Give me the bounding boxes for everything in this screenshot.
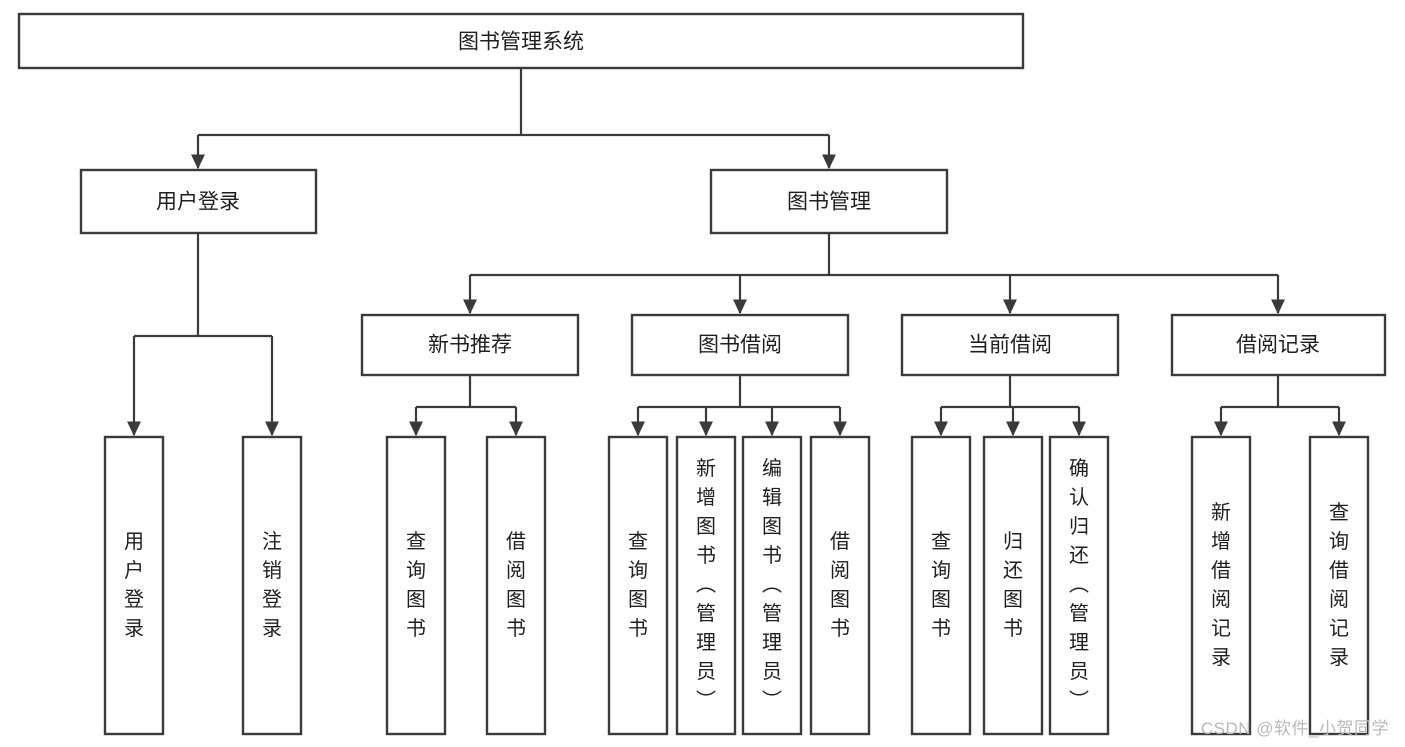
node-root[interactable]: 图书管理系统: [17, 12, 1025, 70]
node-leaf-query-book-3-box[interactable]: [910, 435, 972, 736]
node-current-borrow-label: 当前借阅: [968, 334, 1052, 357]
node-borrow-record-label: 借阅记录: [1236, 334, 1320, 357]
node-book-borrow[interactable]: 图书借阅: [630, 313, 850, 377]
node-new-book-rec-label: 新书推荐: [428, 334, 512, 357]
node-book-borrow-label: 图书借阅: [698, 334, 782, 357]
node-new-book-rec[interactable]: 新书推荐: [360, 313, 580, 377]
node-leaf-add-book-box[interactable]: [675, 435, 737, 736]
node-leaf-user-login-box[interactable]: [103, 435, 165, 736]
node-leaf-query-record-box[interactable]: [1308, 435, 1370, 736]
node-leaf-borrow-book-2-box[interactable]: [809, 435, 871, 736]
node-borrow-record[interactable]: 借阅记录: [1170, 313, 1387, 377]
node-current-borrow[interactable]: 当前借阅: [900, 313, 1120, 377]
node-book-manage-box[interactable]: [709, 168, 949, 235]
node-root-label: 图书管理系统: [458, 31, 584, 54]
node-leaf-query-book-2-box[interactable]: [607, 435, 669, 736]
connector-layer: [127, 68, 1346, 437]
node-book-manage-label: 图书管理: [787, 191, 871, 214]
node-current-borrow-box[interactable]: [900, 313, 1120, 377]
node-new-book-rec-box[interactable]: [360, 313, 580, 377]
node-leaf-add-record-box[interactable]: [1190, 435, 1252, 736]
node-leaf-confirm-return-box[interactable]: [1048, 435, 1110, 736]
node-user-login[interactable]: 用户登录: [79, 168, 318, 235]
node-user-login-label: 用户登录: [156, 191, 240, 214]
node-root-box[interactable]: [17, 12, 1025, 70]
node-book-manage[interactable]: 图书管理: [709, 168, 949, 235]
node-leaf-logout-box[interactable]: [241, 435, 303, 736]
node-leaf-query-book-1-box[interactable]: [385, 435, 447, 736]
node-borrow-record-box[interactable]: [1170, 313, 1387, 377]
node-user-login-box[interactable]: [79, 168, 318, 235]
node-leaf-return-book-box[interactable]: [982, 435, 1044, 736]
leaf-box-layer: [103, 435, 1370, 736]
node-leaf-borrow-book-1-box[interactable]: [485, 435, 547, 736]
node-book-borrow-box[interactable]: [630, 313, 850, 377]
node-leaf-edit-book-box[interactable]: [741, 435, 803, 736]
